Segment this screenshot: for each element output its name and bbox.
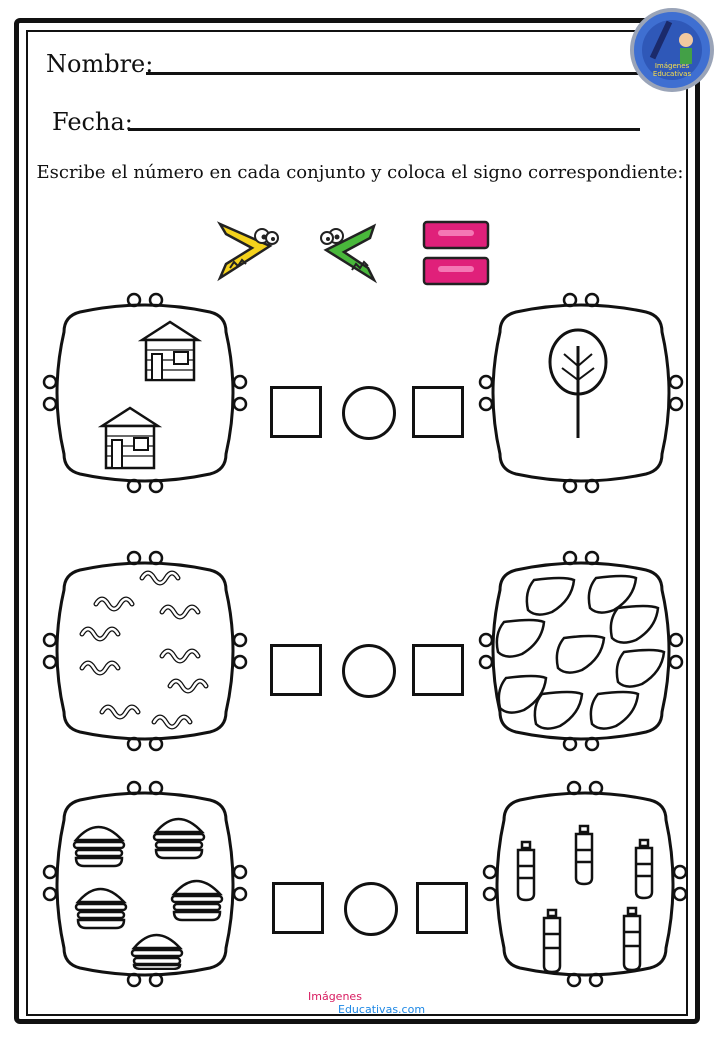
- bottle-icon: [574, 824, 594, 886]
- leaves-group: [495, 574, 666, 730]
- worm-icon: [79, 626, 121, 642]
- equal-sign-icon: [422, 220, 490, 286]
- answer-box-left-2[interactable]: [270, 644, 322, 696]
- worm-icon: [167, 678, 209, 694]
- answer-box-left-1[interactable]: [270, 386, 322, 438]
- bottle-icon: [542, 908, 562, 974]
- leaf-icon: [589, 690, 640, 730]
- date-field: Fecha:: [52, 108, 133, 136]
- instruction-text: Escribe el número en cada conjunto y col…: [36, 162, 684, 183]
- page-border-inner: [26, 30, 688, 1016]
- svg-text:Educativas: Educativas: [653, 70, 692, 78]
- leaf-icon: [609, 604, 660, 644]
- bottle-icon: [516, 840, 536, 902]
- site-logo: Imágenes Educativas: [630, 8, 714, 92]
- leaf-icon: [587, 574, 638, 614]
- worm-icon: [99, 704, 141, 720]
- burger-icon: [74, 887, 128, 930]
- answer-box-right-1[interactable]: [412, 386, 464, 438]
- leaf-icon: [533, 690, 584, 730]
- house-icon: [138, 320, 202, 382]
- worm-icon: [79, 660, 121, 676]
- date-line[interactable]: [128, 106, 640, 131]
- bottles-group: [516, 824, 654, 974]
- leaf-icon: [495, 618, 546, 658]
- worm-icon: [93, 596, 135, 612]
- worm-icon: [139, 570, 181, 586]
- sign-circle-2[interactable]: [342, 644, 396, 698]
- worm-icon: [151, 714, 193, 730]
- greater-than-sign-icon: [216, 221, 279, 282]
- footer-logo: Imágenes Educativas.com: [308, 990, 425, 1016]
- answer-box-left-3[interactable]: [272, 882, 324, 934]
- burger-icon: [72, 825, 126, 868]
- burgers-group: [72, 817, 224, 970]
- burger-icon: [170, 879, 224, 922]
- leaf-icon: [525, 576, 576, 616]
- sign-circle-3[interactable]: [344, 882, 398, 936]
- burger-icon: [152, 817, 206, 860]
- name-label: Nombre:: [46, 50, 154, 78]
- date-label: Fecha:: [52, 108, 133, 136]
- leaf-icon: [497, 674, 548, 714]
- name-line[interactable]: [146, 50, 640, 75]
- bottle-icon: [634, 838, 654, 900]
- answer-box-right-3[interactable]: [416, 882, 468, 934]
- tree-icon: [548, 328, 608, 438]
- page-border-outer: [14, 18, 700, 1024]
- worm-icon: [159, 604, 201, 620]
- bottle-icon: [622, 906, 642, 972]
- sign-circle-1[interactable]: [342, 386, 396, 440]
- leaf-icon: [555, 634, 606, 674]
- burger-icon: [130, 933, 184, 970]
- house-icon: [98, 406, 162, 470]
- worms-group: [79, 570, 209, 730]
- answer-box-right-2[interactable]: [412, 644, 464, 696]
- footer-line-1: Imágenes: [308, 990, 362, 1003]
- worm-icon: [159, 648, 201, 664]
- footer-line-2: Educativas.com: [338, 1003, 426, 1016]
- name-field: Nombre:: [46, 50, 153, 78]
- leaf-icon: [615, 648, 666, 688]
- svg-text:Imágenes: Imágenes: [655, 62, 690, 70]
- less-than-sign-icon: [320, 223, 378, 284]
